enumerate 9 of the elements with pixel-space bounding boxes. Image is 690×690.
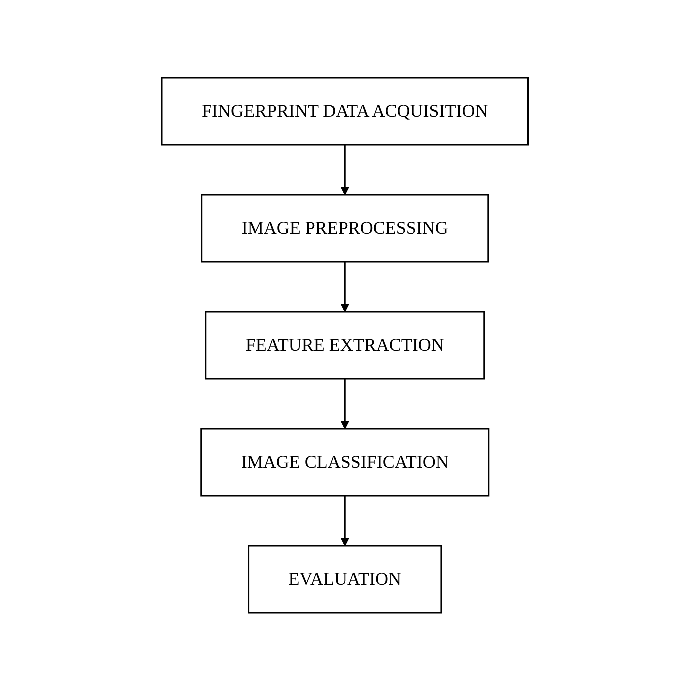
arrow (340, 262, 350, 312)
node-box: IMAGE PREPROCESSING (200, 194, 490, 262)
arrow (340, 496, 350, 546)
arrow (340, 144, 350, 195)
node-box: FEATURE EXTRACTION (205, 310, 485, 380)
node-box: EVALUATION (248, 544, 442, 614)
arrow (340, 378, 350, 429)
node-box: IMAGE CLASSIFICATION (200, 428, 490, 496)
node-box: FINGERPRINT DATA ACQUISITION (161, 76, 529, 146)
